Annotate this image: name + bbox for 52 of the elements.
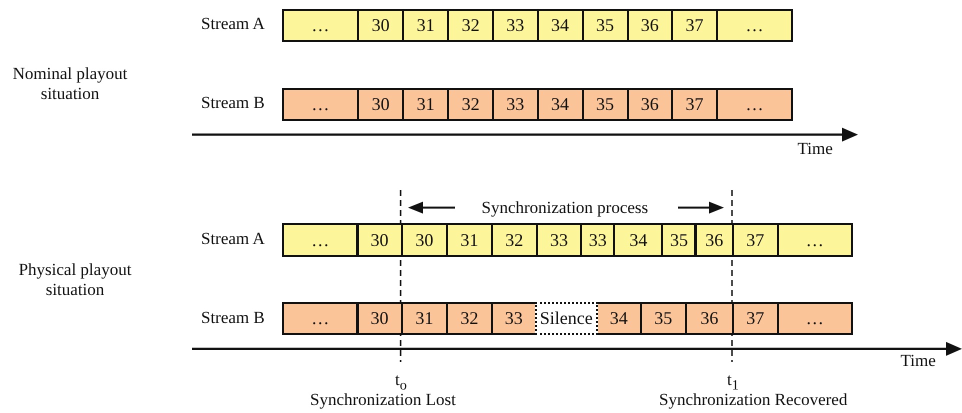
- packet-cell: 35: [640, 302, 687, 335]
- packet-cell: 37: [732, 223, 779, 257]
- stream-label: Stream A: [201, 14, 265, 34]
- packet-cell: …: [776, 223, 853, 257]
- silence-gap: Silence: [534, 302, 598, 335]
- axis-label: Time: [798, 139, 833, 159]
- packet-cell: 37: [671, 8, 718, 42]
- row-title: Nominal playout situation: [12, 64, 128, 104]
- stream-label: Stream B: [201, 308, 265, 328]
- packet-cell: 35: [582, 8, 628, 42]
- packet-cell: …: [716, 88, 793, 121]
- packet-cell: …: [282, 223, 358, 257]
- packet-cell: 33: [490, 302, 537, 335]
- packet-cell: …: [282, 88, 360, 121]
- packet-cell: …: [282, 8, 360, 42]
- axis-label: Time: [900, 351, 936, 371]
- packet-cell: 30: [357, 88, 404, 121]
- packet-cell: 33: [492, 88, 538, 121]
- packet-cell: 36: [694, 223, 734, 257]
- packet-cell: 33: [492, 8, 538, 42]
- packet-cell: 32: [447, 8, 494, 42]
- packet-cell: 36: [684, 302, 734, 335]
- stream-label: Stream A: [201, 229, 265, 249]
- packet-cell: …: [776, 302, 853, 335]
- packet-cell: 37: [671, 88, 718, 121]
- packet-cell: 36: [626, 8, 673, 42]
- packet-cell: 31: [402, 88, 450, 121]
- packet-cell: …: [282, 302, 358, 335]
- packet-cell: 31: [402, 8, 450, 42]
- row-title: Physical playout situation: [18, 260, 132, 300]
- packet-cell: 30: [356, 302, 403, 335]
- packet-cell: 30: [356, 223, 403, 257]
- packet-cell: 37: [732, 302, 779, 335]
- packet-cell: 33: [536, 223, 582, 257]
- packet-cell: 30: [400, 223, 448, 257]
- packet-cell: 34: [613, 223, 664, 257]
- packet-cell: 33: [580, 223, 616, 257]
- packet-cell: 36: [626, 88, 673, 121]
- packet-cell: 35: [661, 223, 696, 257]
- process-label: Synchronization process: [482, 198, 648, 218]
- packet-cell: 35: [582, 88, 628, 121]
- packet-cell: 34: [596, 302, 642, 335]
- packet-cell: …: [716, 8, 793, 42]
- packet-cell: 31: [400, 302, 448, 335]
- packet-cell: 31: [446, 223, 493, 257]
- packet-cell: 30: [357, 8, 404, 42]
- packet-cell: 32: [447, 88, 494, 121]
- packet-cell: 34: [536, 88, 584, 121]
- packet-cell: 32: [490, 223, 538, 257]
- packet-cell: 32: [446, 302, 493, 335]
- packet-cell: 34: [536, 8, 584, 42]
- stream-label: Stream B: [201, 93, 265, 113]
